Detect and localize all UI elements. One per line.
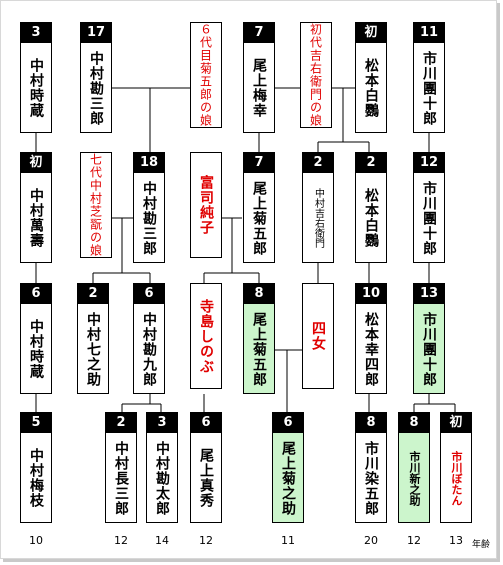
person-box-p30: 8 市川新之助 [398, 412, 430, 523]
generation-badge: 11 [413, 22, 445, 43]
generation-badge: 7 [243, 22, 275, 43]
generation-badge: 初 [355, 22, 387, 43]
person-box-p21: 四女 [302, 283, 334, 389]
person-name: 中村勘三郎 [88, 50, 104, 126]
generation-badge: 3 [146, 412, 178, 433]
person-name: 市川染五郎 [363, 440, 379, 516]
person-box-p5: 初代吉右衛門の娘 [300, 22, 332, 128]
generation-badge: 17 [80, 22, 112, 43]
generation-badge: 初 [20, 152, 52, 173]
person-name: 中村勘太郎 [154, 440, 170, 516]
person-name: 初代吉右衛門の娘 [308, 23, 323, 127]
person-name: 松本幸四郎 [363, 311, 379, 387]
age-label: 12 [199, 534, 213, 547]
person-box-p22: 10 松本幸四郎 [355, 283, 387, 394]
person-box-p2: 17 中村勘三郎 [80, 22, 112, 133]
person-box-p1: 3 中村時蔵 [20, 22, 52, 133]
person-box-p15: 12 市川團十郎 [413, 152, 445, 263]
person-name: 尾上菊之助 [280, 440, 296, 516]
generation-badge: 8 [355, 412, 387, 433]
person-box-p26: 3 中村勘太郎 [146, 412, 178, 523]
person-box-p7: 11 市川團十郎 [413, 22, 445, 133]
person-name: 中村時蔵 [28, 319, 44, 379]
generation-badge: 2 [355, 152, 387, 173]
generation-badge: 2 [105, 412, 137, 433]
person-name: 市川ぼたん [450, 450, 463, 506]
age-label: 14 [155, 534, 169, 547]
age-label: 12 [407, 534, 421, 547]
person-name: 尾上菊五郎 [251, 180, 267, 256]
generation-badge: 8 [398, 412, 430, 433]
person-box-p18: 6 中村勘九郎 [133, 283, 165, 394]
person-name: 寺島しのぶ [198, 298, 214, 374]
person-name: 松本白鸚 [363, 58, 379, 118]
generation-badge: 12 [413, 152, 445, 173]
person-name: ６代目菊五郎の娘 [198, 23, 213, 127]
person-box-p20: 8 尾上菊五郎 [243, 283, 275, 394]
person-name: 尾上梅幸 [251, 58, 267, 118]
person-name: 松本白鸚 [363, 188, 379, 248]
person-name: 市川團十郎 [421, 180, 437, 256]
person-name: 四女 [310, 321, 326, 351]
generation-badge: 6 [272, 412, 304, 433]
age-label: 10 [29, 534, 43, 547]
person-name: 富司純子 [198, 175, 214, 235]
person-box-p11: 富司純子 [190, 152, 222, 258]
generation-badge: 6 [190, 412, 222, 433]
person-box-p31: 初市川ぼたん [440, 412, 472, 523]
person-box-p3: ６代目菊五郎の娘 [190, 22, 222, 128]
person-box-p8: 初中村萬壽 [20, 152, 52, 263]
person-name: 七代中村芝翫の娘 [88, 153, 103, 257]
person-name: 中村萬壽 [28, 188, 44, 248]
age-label: 12 [114, 534, 128, 547]
person-box-p25: 2 中村長三郎 [105, 412, 137, 523]
person-box-p9: 七代中村芝翫の娘 [80, 152, 112, 258]
person-name: 中村梅枝 [28, 448, 44, 508]
generation-badge: 3 [20, 22, 52, 43]
person-name: 市川新之助 [408, 450, 421, 506]
person-box-p6: 初松本白鸚 [355, 22, 387, 133]
person-box-p16: 6 中村時蔵 [20, 283, 52, 394]
person-name: 尾上真秀 [198, 448, 214, 508]
person-name: 中村時蔵 [28, 58, 44, 118]
person-name: 市川團十郎 [421, 311, 437, 387]
generation-badge: 6 [133, 283, 165, 304]
person-box-p23: 13 市川團十郎 [413, 283, 445, 394]
person-box-p13: 2 中村吉右衛門 [302, 152, 334, 263]
generation-badge: 13 [413, 283, 445, 304]
person-name: 尾上菊五郎 [251, 311, 267, 387]
person-box-p10: 18 中村勘三郎 [133, 152, 165, 263]
generation-badge: 10 [355, 283, 387, 304]
person-box-p24: 5 中村梅枝 [20, 412, 52, 523]
person-box-p12: 7 尾上菊五郎 [243, 152, 275, 263]
age-label: 20 [364, 534, 378, 547]
person-box-p19: 寺島しのぶ [190, 283, 222, 389]
person-box-p29: 8 市川染五郎 [355, 412, 387, 523]
person-box-p17: 2 中村七之助 [77, 283, 109, 394]
person-name: 市川團十郎 [421, 50, 437, 126]
person-name: 中村勘三郎 [141, 180, 157, 256]
person-box-p27: 6 尾上真秀 [190, 412, 222, 523]
generation-badge: 7 [243, 152, 275, 173]
generation-badge: 8 [243, 283, 275, 304]
person-name: 中村長三郎 [113, 440, 129, 516]
age-unit-label: 年齢 [472, 540, 491, 550]
generation-badge: 2 [77, 283, 109, 304]
person-name: 中村七之助 [85, 311, 101, 387]
person-box-p4: 7 尾上梅幸 [243, 22, 275, 133]
generation-badge: 6 [20, 283, 52, 304]
generation-badge: 18 [133, 152, 165, 173]
person-name: 中村吉右衛門 [312, 188, 324, 248]
generation-badge: 初 [440, 412, 472, 433]
person-box-p14: 2 松本白鸚 [355, 152, 387, 263]
generation-badge: 2 [302, 152, 334, 173]
person-box-p28: 6 尾上菊之助 [272, 412, 304, 523]
age-label: 13 [449, 534, 463, 547]
age-label: 11 [281, 534, 295, 547]
person-name: 中村勘九郎 [141, 311, 157, 387]
generation-badge: 5 [20, 412, 52, 433]
